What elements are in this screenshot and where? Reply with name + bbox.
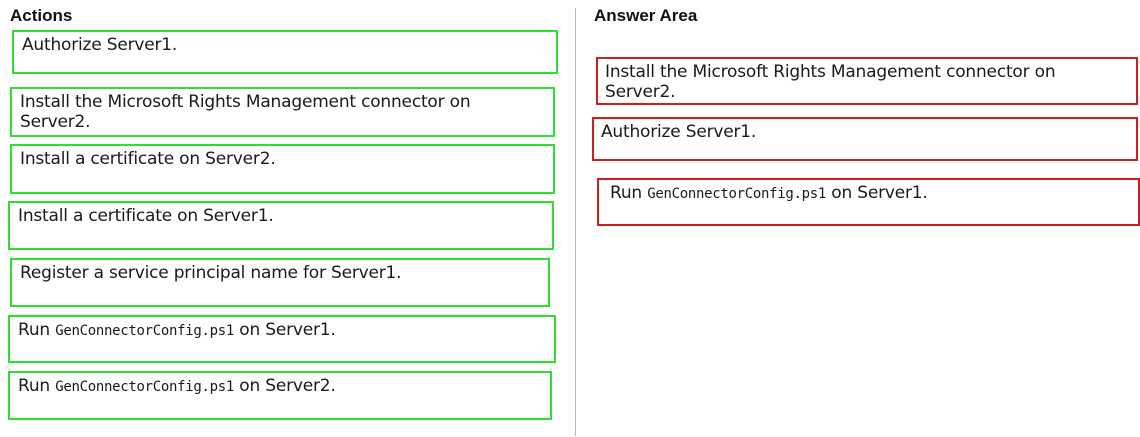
action-item-suffix: on Server2. [234,376,336,396]
action-item-prefix: Run [18,376,56,396]
action-item-authorize-server1[interactable]: Authorize Server1. [12,30,558,74]
action-item-label: Install a certificate on Server2. [20,149,276,169]
answer-item-prefix: Run [610,183,648,203]
answer-area-heading: Answer Area [594,6,698,25]
action-item-run-genconnectorconfig-server1[interactable]: Run GenConnectorConfig.ps1 on Server1. [8,315,556,363]
answer-item-label: Authorize Server1. [601,122,757,142]
answer-item-install-rms-connector-server2[interactable]: Install the Microsoft Rights Management … [596,57,1138,105]
action-item-label: Register a service principal name for Se… [20,263,402,283]
actions-heading: Actions [10,6,73,25]
action-item-run-genconnectorconfig-server2[interactable]: Run GenConnectorConfig.ps1 on Server2. [8,371,552,420]
action-item-register-spn-server1[interactable]: Register a service principal name for Se… [10,258,550,307]
answer-item-code: GenConnectorConfig.ps1 [647,186,827,202]
answer-item-label: Install the Microsoft Rights Management … [605,62,1056,102]
column-divider [575,8,576,436]
action-item-install-rms-connector-server2[interactable]: Install the Microsoft Rights Management … [10,87,555,137]
action-item-label: Authorize Server1. [22,35,178,55]
action-item-install-certificate-server2[interactable]: Install a certificate on Server2. [10,144,555,194]
answer-item-authorize-server1[interactable]: Authorize Server1. [592,117,1138,161]
action-item-code: GenConnectorConfig.ps1 [55,323,235,339]
action-item-label: Install the Microsoft Rights Management … [20,92,471,132]
action-item-label: Install a certificate on Server1. [18,206,274,226]
action-item-code: GenConnectorConfig.ps1 [55,379,235,395]
action-item-suffix: on Server1. [234,320,336,340]
action-item-prefix: Run [18,320,56,340]
action-item-install-certificate-server1[interactable]: Install a certificate on Server1. [8,201,554,250]
answer-item-suffix: on Server1. [826,183,928,203]
answer-item-run-genconnectorconfig-server1[interactable]: Run GenConnectorConfig.ps1 on Server1. [597,178,1140,226]
